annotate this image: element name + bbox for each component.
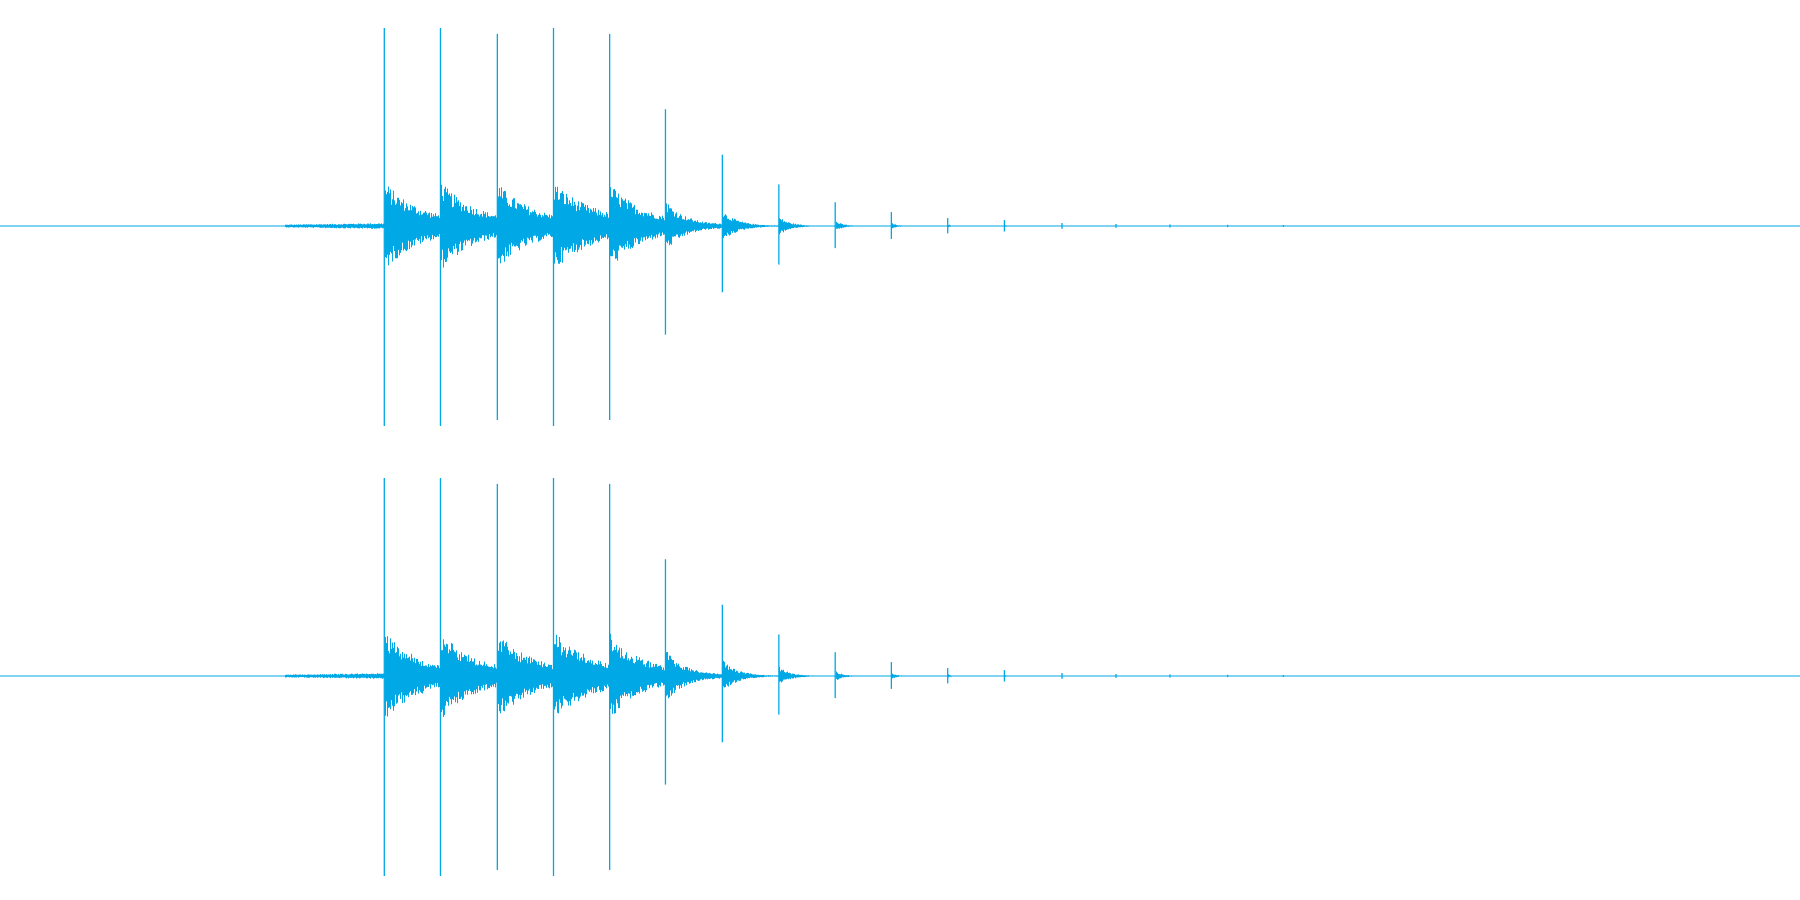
waveform-envelope (285, 184, 1117, 268)
waveform-channel-right (0, 478, 1800, 876)
waveform-envelope (285, 633, 1117, 717)
waveform-channel-left (0, 28, 1800, 426)
